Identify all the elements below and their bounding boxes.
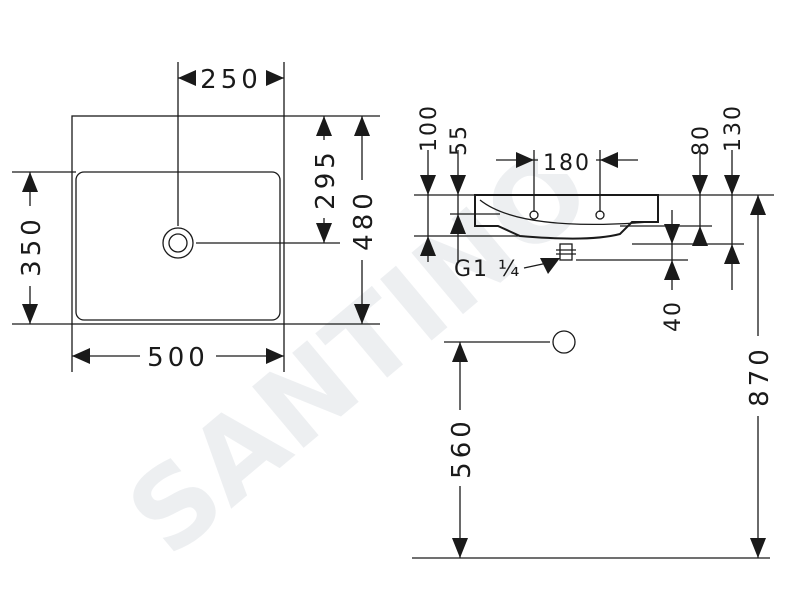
arrow-250-right xyxy=(266,70,284,86)
arrow-870-bottom xyxy=(750,538,766,558)
dim-label-180: 180 xyxy=(543,151,591,176)
arrow-40-top xyxy=(664,224,680,244)
dim-label-350: 350 xyxy=(17,215,47,277)
dim-label-295: 295 xyxy=(311,148,341,210)
arrow-180-right xyxy=(600,152,618,168)
dim-label-55: 55 xyxy=(447,124,472,156)
outlet-thread-label: G1 ¼ xyxy=(454,257,521,282)
dim-label-500: 500 xyxy=(147,343,209,373)
dim-label-130: 130 xyxy=(721,104,746,152)
arrow-250-left xyxy=(178,70,196,86)
arrow-100-bottom xyxy=(420,236,436,256)
wall-outlet-circle xyxy=(552,330,576,354)
arrow-480-top xyxy=(354,116,370,136)
side-view: 180 100 55 80 130 40 xyxy=(412,104,775,559)
dim-label-560: 560 xyxy=(447,417,477,479)
outlet-arrow xyxy=(540,258,560,274)
arrow-500-left xyxy=(72,348,90,364)
drain-outer xyxy=(162,227,194,259)
arrow-130-bottom xyxy=(724,244,740,264)
arrow-560-bottom xyxy=(452,538,468,558)
arrow-350-bottom xyxy=(22,304,38,324)
arrow-295-top xyxy=(316,116,332,136)
arrow-870-top xyxy=(750,195,766,215)
arrow-100-top xyxy=(420,175,436,195)
top-view: 250 500 350 295 480 xyxy=(12,62,380,373)
dim-label-40: 40 xyxy=(661,300,686,332)
arrow-180-left xyxy=(516,152,534,168)
arrow-55-bottom xyxy=(450,214,466,234)
dim-label-80: 80 xyxy=(689,124,714,156)
arrow-80-bottom xyxy=(692,226,708,246)
arrow-295-bottom xyxy=(316,223,332,243)
drain-inner xyxy=(168,233,188,253)
dim-label-480: 480 xyxy=(349,189,379,251)
outlet-pipe xyxy=(559,243,573,261)
arrow-350-top xyxy=(22,172,38,192)
arrow-480-bottom xyxy=(354,304,370,324)
arrow-55-top xyxy=(450,175,466,195)
arrow-500-right xyxy=(266,348,284,364)
arrow-40-bottom xyxy=(664,260,680,280)
arrow-130-top xyxy=(724,175,740,195)
dim-label-250: 250 xyxy=(200,65,262,95)
arrow-80-top xyxy=(692,175,708,195)
dim-label-100: 100 xyxy=(417,104,442,152)
arrow-560-top xyxy=(452,342,468,362)
basin-inner-curve xyxy=(479,199,651,226)
dim-label-870: 870 xyxy=(745,345,775,407)
